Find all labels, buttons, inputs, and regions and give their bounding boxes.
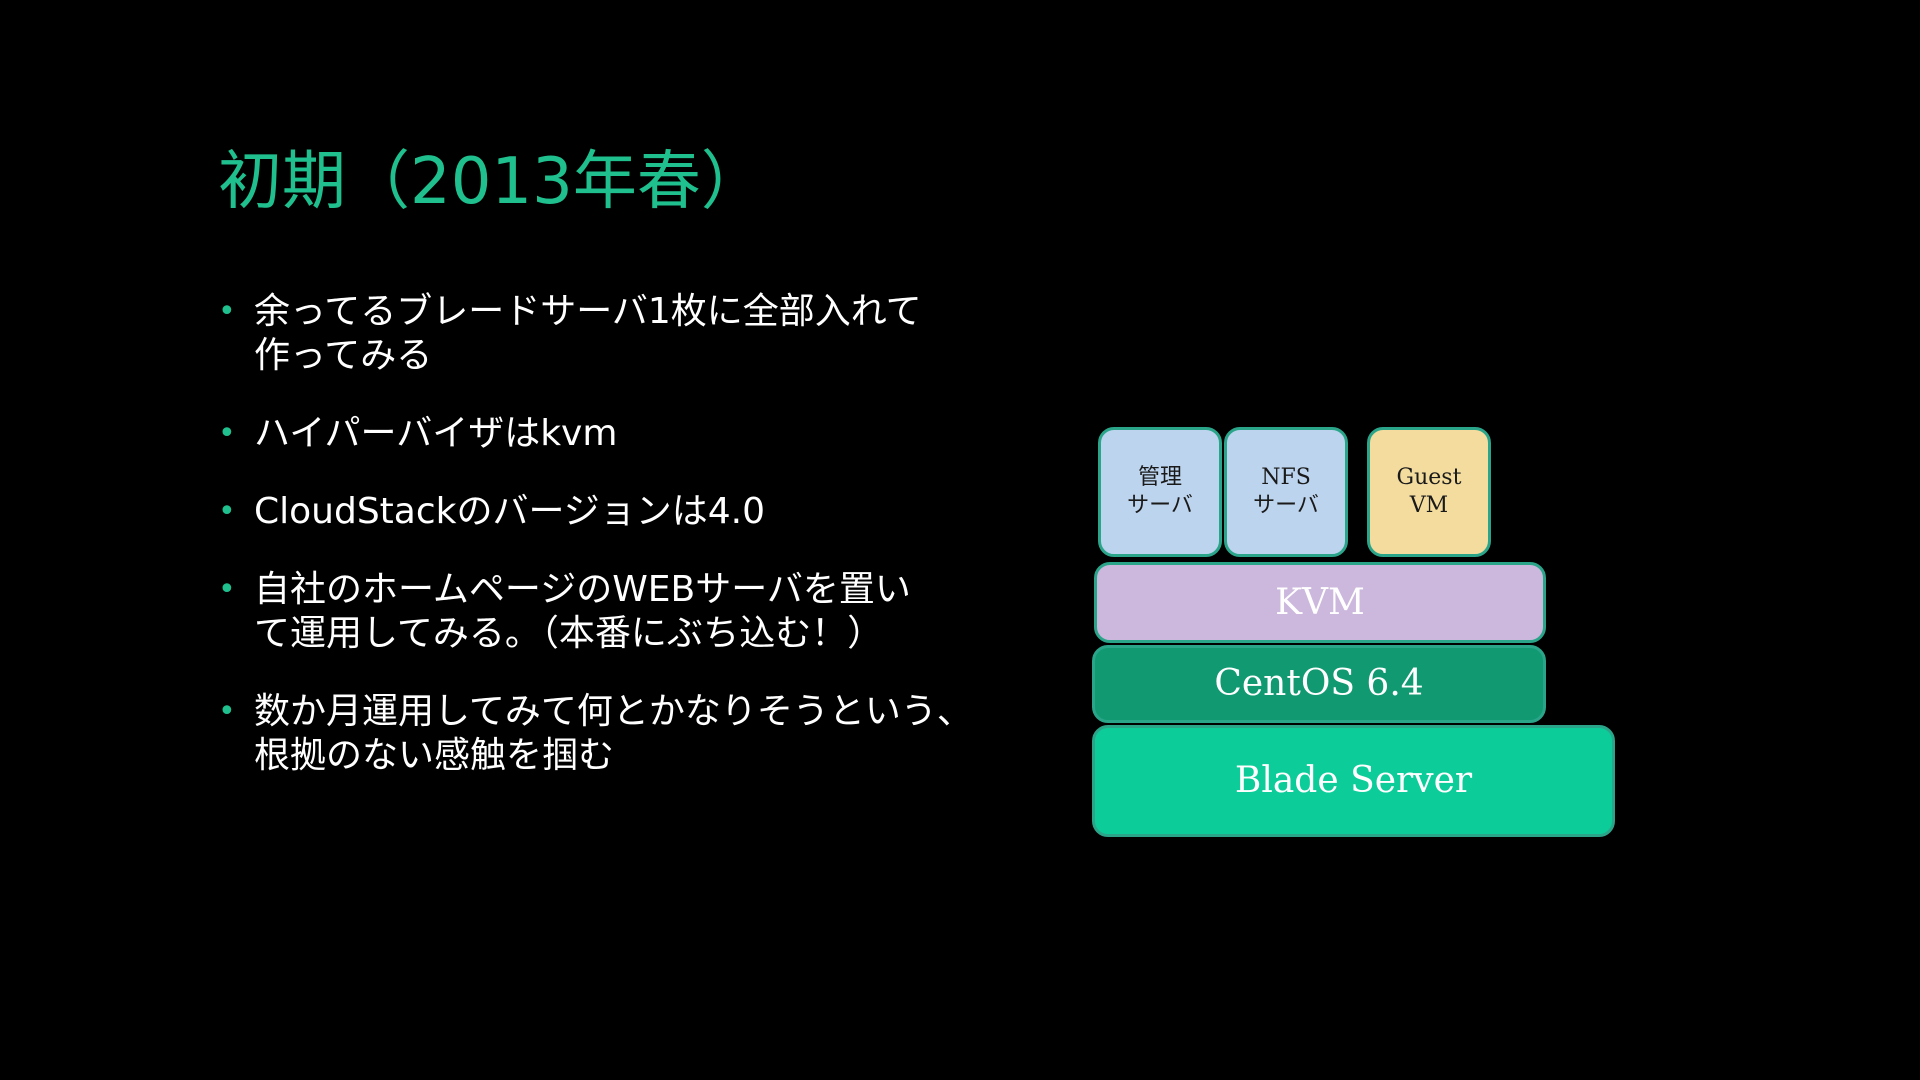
centos-layer-box: CentOS 6.4 bbox=[1092, 645, 1546, 723]
bullet-text-line: 作ってみる bbox=[254, 335, 433, 376]
bullet-item: • ハイパーバイザはkvm bbox=[218, 412, 918, 456]
centos-layer-label: CentOS 6.4 bbox=[1214, 663, 1424, 704]
bullet-text-line: 根拠のない感触を掴む bbox=[254, 735, 615, 776]
bullet-dot-icon: • bbox=[218, 572, 236, 607]
guest-vm-label-line1: Guest bbox=[1396, 465, 1462, 490]
mgmt-server-box: 管理 サーバ bbox=[1098, 427, 1222, 557]
bullet-dot-icon: • bbox=[218, 494, 236, 529]
bullet-dot-icon: • bbox=[218, 694, 236, 729]
bullet-item: • 余ってるブレードサーバ1枚に全部入れて作ってみる bbox=[218, 290, 922, 378]
bullet-text-line: CloudStackのバージョンは4.0 bbox=[254, 491, 766, 532]
nfs-server-label-line2: サーバ bbox=[1253, 493, 1319, 518]
slide-title: 初期（2013年春） bbox=[218, 145, 765, 219]
bullet-dot-icon: • bbox=[218, 294, 236, 329]
blade-server-box: Blade Server bbox=[1092, 725, 1615, 837]
bullet-item: • 数か月運用してみて何とかなりそうという、根拠のない感触を掴む bbox=[218, 690, 973, 778]
kvm-layer-box: KVM bbox=[1094, 562, 1546, 643]
nfs-server-box: NFS サーバ bbox=[1224, 427, 1348, 557]
guest-vm-label-line2: VM bbox=[1409, 493, 1449, 518]
guest-vm-box: Guest VM bbox=[1367, 427, 1491, 557]
kvm-layer-label: KVM bbox=[1275, 581, 1365, 623]
bullet-list: • 余ってるブレードサーバ1枚に全部入れて作ってみる • ハイパーバイザはkvm • Cl… bbox=[218, 290, 973, 812]
blade-server-label: Blade Server bbox=[1234, 760, 1473, 801]
bullet-text-line: て運用してみる。（本番にぶち込む！） bbox=[254, 613, 884, 654]
bullet-text-line: ハイパーバイザはkvm bbox=[254, 413, 618, 454]
bullet-text-line: 数か月運用してみて何とかなりそうという、 bbox=[254, 691, 973, 732]
bullet-text-line: 余ってるブレードサーバ1枚に全部入れて bbox=[254, 291, 922, 332]
bullet-text-line: 自社のホームページのWEBサーバを置い bbox=[254, 569, 911, 610]
bullet-item: • CloudStackのバージョンは4.0 bbox=[218, 490, 918, 534]
bullet-item: • 自社のホームページのWEBサーバを置いて運用してみる。（本番にぶち込む！） bbox=[218, 568, 918, 656]
nfs-server-label-line1: NFS bbox=[1261, 465, 1311, 490]
mgmt-server-label-line1: 管理 bbox=[1137, 465, 1182, 490]
mgmt-server-label-line2: サーバ bbox=[1127, 493, 1193, 518]
bullet-dot-icon: • bbox=[218, 416, 236, 451]
